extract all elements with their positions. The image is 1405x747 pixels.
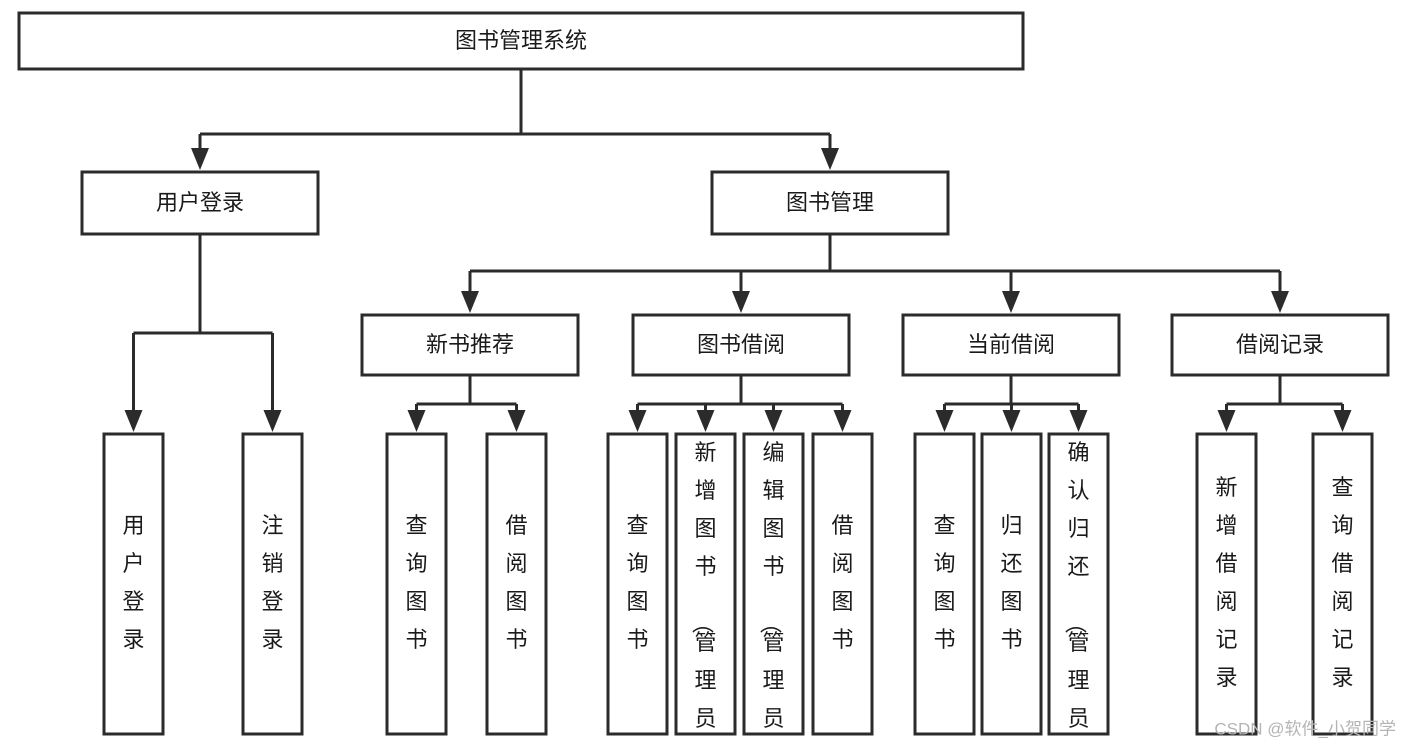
node-box-new-book-rec[interactable] [360, 313, 580, 377]
connector-layer [124, 69, 1352, 432]
node-label-current-borrow: 当前借阅 [967, 332, 1055, 357]
arrow-head-icon [821, 148, 839, 170]
node-fn-query-record[interactable]: 查询借阅记录 [1311, 432, 1374, 736]
arrow-head-icon [1002, 291, 1020, 313]
node-user-login[interactable]: 用户登录 [80, 170, 320, 236]
arrow-head-icon [696, 410, 715, 432]
arrow-head-icon [263, 410, 282, 432]
node-fn-query-book-3[interactable]: 查询图书 [913, 432, 976, 736]
arrow-head-icon [628, 410, 647, 432]
node-label-borrow-record: 借阅记录 [1236, 332, 1324, 357]
arrow-head-icon [1333, 410, 1352, 432]
arrow-head-icon [764, 410, 783, 432]
connector-c-current-borrow [935, 375, 1088, 432]
arrow-head-icon [833, 410, 852, 432]
node-label-fn-return-book: 归还图书 [1000, 513, 1022, 652]
arrow-head-icon [1217, 410, 1236, 432]
node-box-fn-edit-book[interactable] [742, 432, 805, 736]
node-label-fn-user-login: 用户登录 [122, 513, 144, 652]
node-book-manage[interactable]: 图书管理 [710, 170, 950, 236]
connector-c-root [191, 69, 839, 170]
node-label-fn-query-book-1: 查询图书 [405, 513, 427, 652]
node-fn-user-login[interactable]: 用户登录 [102, 432, 165, 736]
connector-c-new-book-rec [407, 375, 526, 432]
node-label-fn-add-record: 新增借阅记录 [1215, 475, 1237, 690]
arrow-head-icon [732, 291, 750, 313]
node-box-root[interactable] [17, 11, 1025, 71]
arrow-head-icon [1069, 410, 1088, 432]
connector-c-book-borrow [628, 375, 852, 432]
connector-c-borrow-record [1217, 375, 1352, 432]
node-fn-borrow-book-2[interactable]: 借阅图书 [811, 432, 874, 736]
node-label-fn-query-book-2: 查询图书 [626, 513, 648, 652]
node-box-fn-user-logout[interactable] [241, 432, 304, 736]
node-root[interactable]: 图书管理系统 [17, 11, 1025, 71]
arrow-head-icon [1271, 291, 1289, 313]
node-label-fn-confirm-return: 确认归还（管理员） [1062, 440, 1089, 747]
arrow-head-icon [1002, 410, 1021, 432]
node-box-user-login[interactable] [80, 170, 320, 236]
node-label-fn-borrow-book-2: 借阅图书 [831, 513, 853, 652]
node-current-borrow[interactable]: 当前借阅 [901, 313, 1121, 377]
watermark-layer: CSDN @软件_小贺同学 [1214, 719, 1396, 738]
arrow-head-icon [461, 291, 479, 313]
node-label-user-login: 用户登录 [156, 190, 244, 215]
node-book-borrow[interactable]: 图书借阅 [631, 313, 851, 377]
arrow-head-icon [191, 148, 209, 170]
node-label-fn-borrow-book-1: 借阅图书 [505, 513, 527, 652]
node-label-fn-edit-book: 编辑图书（管理员） [757, 440, 784, 747]
node-box-fn-borrow-book-1[interactable] [485, 432, 548, 736]
arrow-head-icon [507, 410, 526, 432]
node-box-borrow-record[interactable] [1170, 313, 1390, 377]
node-fn-query-book-2[interactable]: 查询图书 [606, 432, 669, 736]
node-fn-confirm-return[interactable]: 确认归还（管理员） [1047, 432, 1110, 747]
node-label-new-book-rec: 新书推荐 [426, 332, 514, 357]
node-fn-borrow-book-1[interactable]: 借阅图书 [485, 432, 548, 736]
node-borrow-record[interactable]: 借阅记录 [1170, 313, 1390, 377]
node-fn-user-logout[interactable]: 注销登录 [241, 432, 304, 736]
node-box-fn-query-book-1[interactable] [385, 432, 448, 736]
node-fn-add-book[interactable]: 新增图书（管理员） [674, 432, 737, 747]
node-fn-edit-book[interactable]: 编辑图书（管理员） [742, 432, 805, 747]
node-label-fn-user-logout: 注销登录 [261, 513, 283, 652]
connector-c-user-login [124, 234, 282, 432]
node-box-fn-user-login[interactable] [102, 432, 165, 736]
node-fn-add-record[interactable]: 新增借阅记录 [1195, 432, 1258, 736]
node-box-fn-borrow-book-2[interactable] [811, 432, 874, 736]
node-box-fn-query-book-3[interactable] [913, 432, 976, 736]
arrow-head-icon [124, 410, 143, 432]
node-box-fn-query-book-2[interactable] [606, 432, 669, 736]
node-box-book-borrow[interactable] [631, 313, 851, 377]
connector-c-book-manage [461, 234, 1289, 313]
node-label-fn-query-record: 查询借阅记录 [1331, 475, 1353, 690]
node-box-book-manage[interactable] [710, 170, 950, 236]
node-box-fn-add-record[interactable] [1195, 432, 1258, 736]
node-box-fn-confirm-return[interactable] [1047, 432, 1110, 736]
arrow-head-icon [935, 410, 954, 432]
node-label-book-borrow: 图书借阅 [697, 332, 785, 357]
node-box-current-borrow[interactable] [901, 313, 1121, 377]
node-label-fn-query-book-3: 查询图书 [933, 513, 955, 652]
node-label-book-manage: 图书管理 [786, 190, 874, 215]
node-label-fn-add-book: 新增图书（管理员） [689, 440, 716, 747]
node-fn-return-book[interactable]: 归还图书 [980, 432, 1043, 736]
csdn-watermark: CSDN @软件_小贺同学 [1214, 719, 1396, 738]
node-box-fn-query-record[interactable] [1311, 432, 1374, 736]
node-layer: 图书管理系统用户登录图书管理新书推荐图书借阅当前借阅借阅记录用户登录注销登录查询… [17, 11, 1390, 747]
arrow-head-icon [407, 410, 426, 432]
node-fn-query-book-1[interactable]: 查询图书 [385, 432, 448, 736]
node-box-fn-return-book[interactable] [980, 432, 1043, 736]
node-label-root: 图书管理系统 [455, 28, 587, 53]
node-new-book-rec[interactable]: 新书推荐 [360, 313, 580, 377]
node-box-fn-add-book[interactable] [674, 432, 737, 736]
